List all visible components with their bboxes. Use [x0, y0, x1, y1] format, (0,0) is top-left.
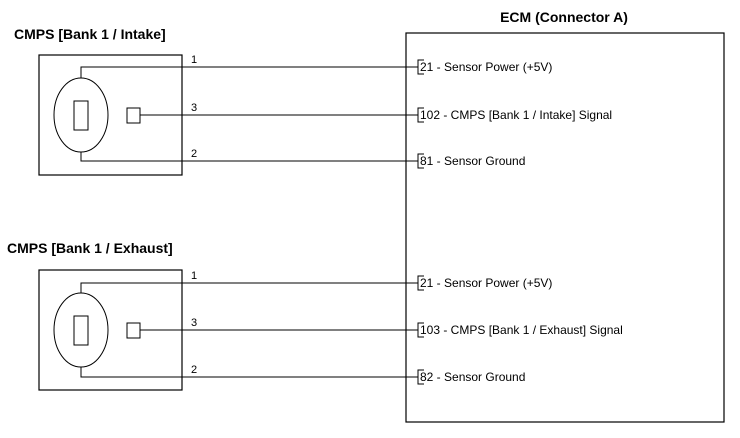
- ecm-terminal-bracket: [417, 153, 424, 169]
- sensor-intake-wire-2: [80, 152, 418, 162]
- ecm-pin-label-exhaust-power: 21 - Sensor Power (+5V): [420, 276, 552, 290]
- sensor-exhaust-title: CMPS [Bank 1 / Exhaust]: [7, 240, 173, 256]
- sensor-exhaust-wire-1: [80, 282, 418, 293]
- ecm-pin-label-intake-signal: 102 - CMPS [Bank 1 / Intake] Signal: [420, 108, 612, 122]
- ecm-terminal-bracket: [417, 59, 424, 75]
- ecm-pin-label-exhaust-ground: 82 - Sensor Ground: [420, 370, 525, 384]
- ecm-terminal-bracket: [417, 275, 424, 291]
- sensor-exhaust-wire-2: [80, 367, 418, 378]
- ecm-terminal-bracket: [417, 107, 424, 123]
- sensor-intake-wire-1: [80, 66, 418, 78]
- sensor-exhaust-wire-num-3: 3: [191, 317, 197, 329]
- ecm-pin-label-intake-power: 21 - Sensor Power (+5V): [420, 60, 552, 74]
- sensor-intake-wire-num-1: 1: [191, 54, 197, 66]
- ecm-connector-box: [405, 32, 725, 423]
- sensor-exhaust-wire-num-1: 1: [191, 270, 197, 282]
- ecm-pin-label-intake-ground: 81 - Sensor Ground: [420, 154, 525, 168]
- sensor-intake-element-core: [73, 100, 89, 131]
- sensor-intake-title: CMPS [Bank 1 / Intake]: [14, 26, 166, 42]
- sensor-exhaust-element-core: [73, 315, 89, 346]
- ecm-terminal-bracket: [417, 369, 424, 385]
- sensor-intake-wire-num-2: 2: [191, 148, 197, 160]
- ecm-pin-label-exhaust-signal: 103 - CMPS [Bank 1 / Exhaust] Signal: [420, 323, 623, 337]
- sensor-exhaust-wire-num-2: 2: [191, 364, 197, 376]
- ecm-title: ECM (Connector A): [500, 9, 628, 25]
- sensor-intake-wire-num-3: 3: [191, 102, 197, 114]
- ecm-terminal-bracket: [417, 322, 424, 338]
